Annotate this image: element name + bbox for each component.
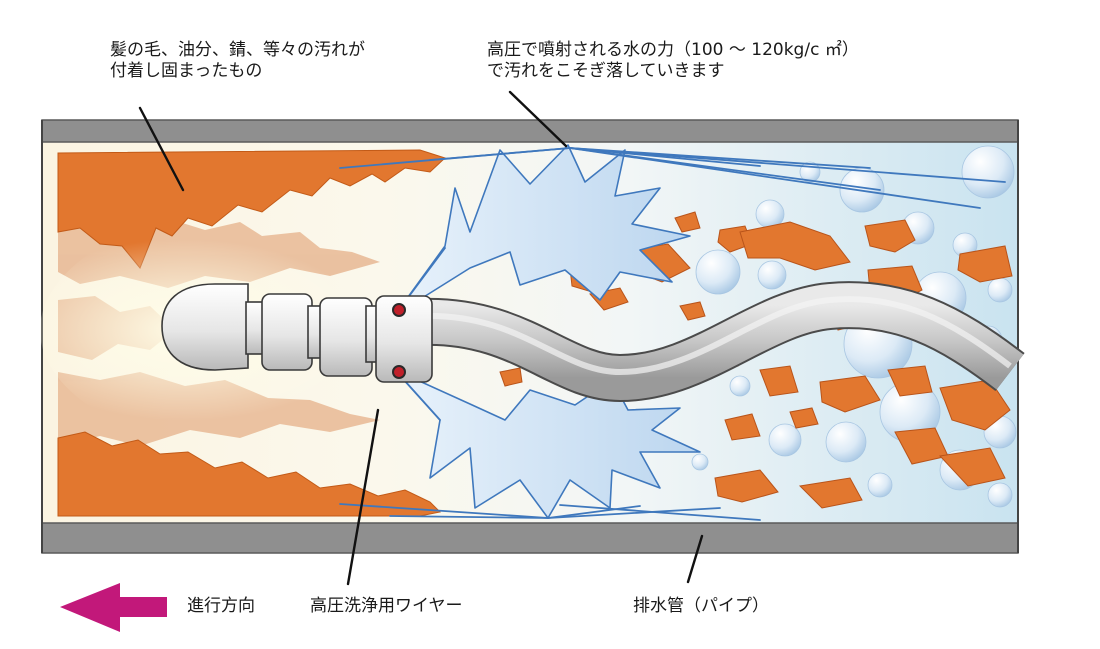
label-water-force-line1: 高圧で噴射される水の力（100 ～ 120kg/c ㎡） bbox=[487, 40, 859, 60]
label-direction: 進行方向 bbox=[187, 596, 255, 616]
pointer-water bbox=[508, 90, 568, 148]
pointer-lines bbox=[138, 90, 704, 586]
label-wire: 高圧洗浄用ワイヤー bbox=[310, 596, 463, 616]
jet-streaks bbox=[339, 147, 1006, 521]
pointer-pipe bbox=[686, 534, 704, 584]
water-spray bbox=[394, 144, 701, 519]
pipe-wall-bottom bbox=[41, 522, 1019, 554]
label-water-force: 高圧で噴射される水の力（100 ～ 120kg/c ㎡） で汚れをこそぎ落してい… bbox=[487, 40, 859, 82]
left-arrow-icon bbox=[60, 583, 167, 632]
pointer-debris bbox=[138, 106, 185, 192]
pipe-wall-top bbox=[41, 119, 1019, 143]
label-debris-line1: 髪の毛、油分、錆、等々の汚れが bbox=[110, 40, 365, 60]
hose bbox=[419, 281, 1025, 403]
pointer-wire bbox=[346, 408, 380, 586]
label-water-force-line2: で汚れをこそぎ落していきます bbox=[487, 61, 725, 81]
nozzle-icon bbox=[161, 283, 433, 383]
label-debris: 髪の毛、油分、錆、等々の汚れが 付着し固まったもの bbox=[110, 40, 365, 82]
debris-bottom bbox=[57, 431, 442, 517]
label-pipe: 排水管（パイプ） bbox=[633, 596, 769, 616]
label-debris-line2: 付着し固まったもの bbox=[110, 61, 263, 81]
